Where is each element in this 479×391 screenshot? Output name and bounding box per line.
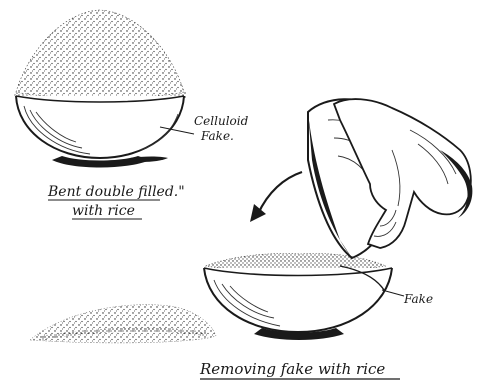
arrow-head xyxy=(250,204,266,222)
curved-arrow xyxy=(258,172,302,214)
rice-heap xyxy=(16,10,184,98)
right-bowl xyxy=(204,268,392,332)
caption-left-line2: with rice xyxy=(72,203,135,219)
celluloid-fake-label-line2: Fake. xyxy=(200,129,234,143)
fake-label: Fake xyxy=(403,292,433,306)
celluloid-fake-label-line1: Celluloid xyxy=(194,114,249,128)
right-bowl-figure xyxy=(204,254,404,341)
left-bowl xyxy=(16,96,184,158)
fake-pointer xyxy=(382,290,404,296)
arrow xyxy=(250,172,302,222)
left-bowl-figure xyxy=(14,10,194,168)
caption-bottom: Removing fake with rice xyxy=(199,360,385,378)
caption-left-line1: Bent double filled." xyxy=(47,184,185,200)
rice-in-bowl xyxy=(206,254,386,271)
